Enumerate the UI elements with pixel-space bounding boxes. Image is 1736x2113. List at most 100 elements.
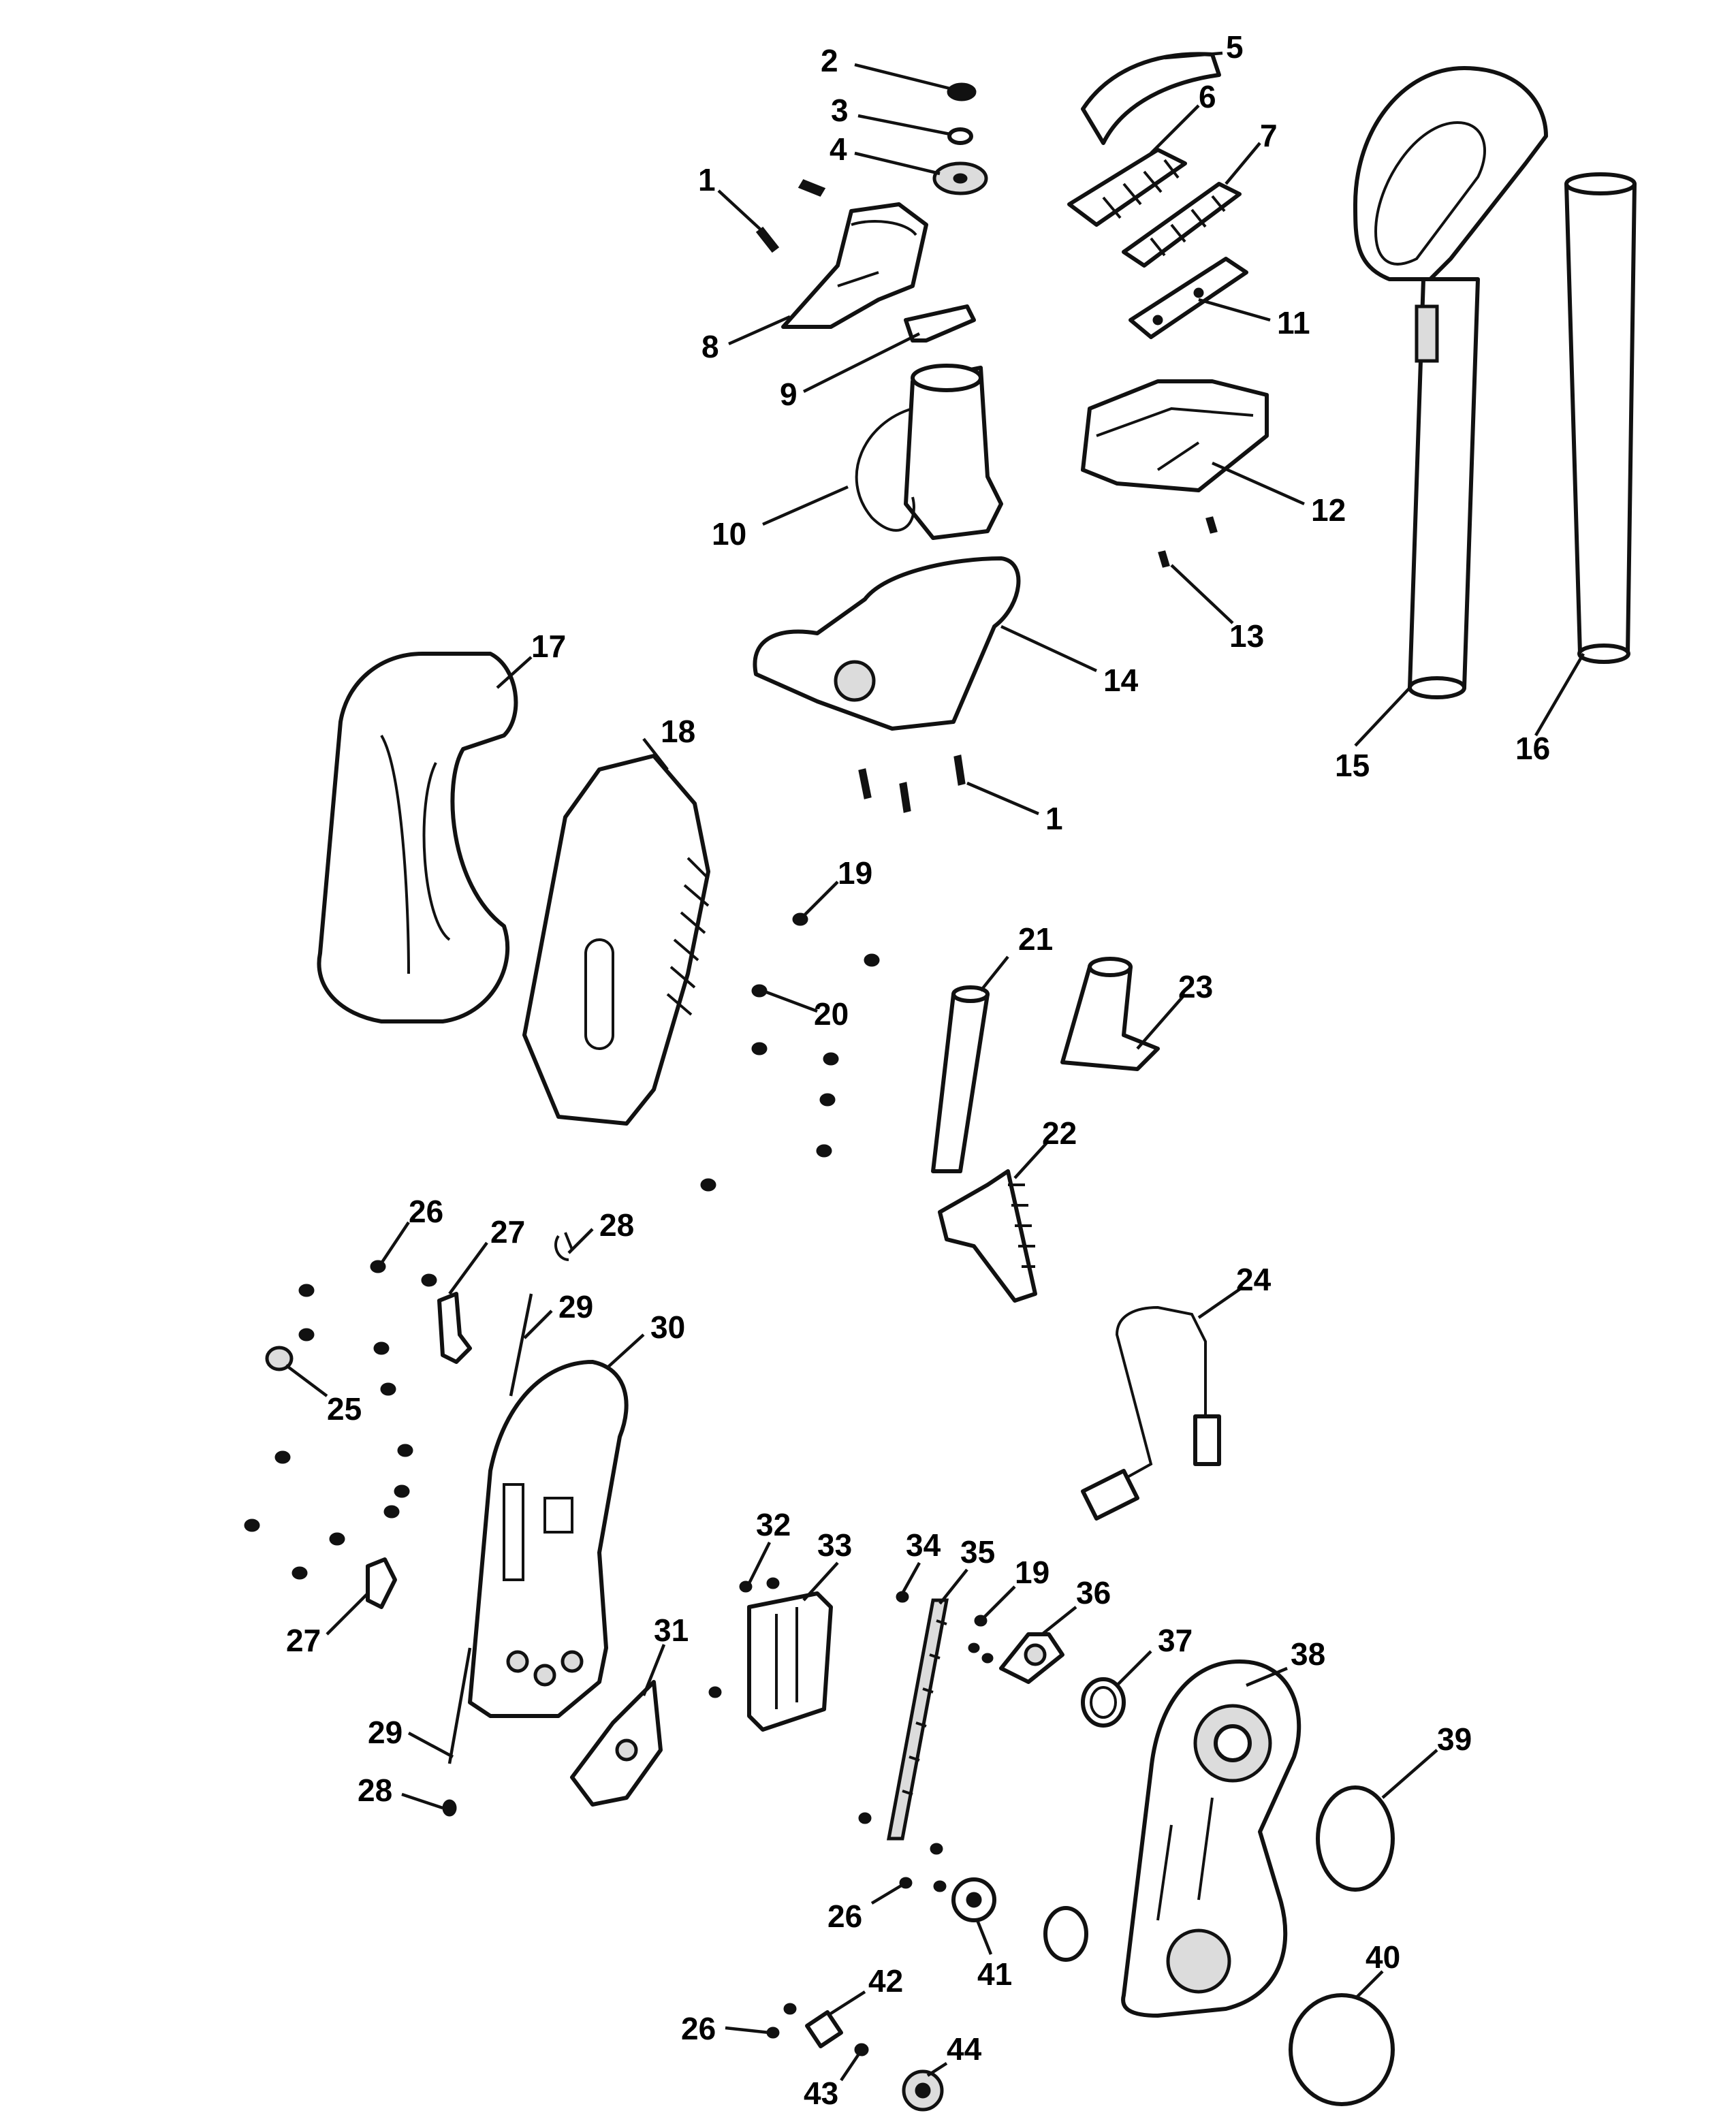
screw-20d [823, 1052, 839, 1066]
leader-1a [717, 189, 764, 233]
screw-26-i [394, 1484, 410, 1498]
part-15-grip [1353, 66, 1548, 281]
callout-6: 6 [1199, 79, 1216, 114]
part-16-bottom [1577, 644, 1630, 664]
leader-12 [1212, 461, 1305, 506]
callout-2: 2 [821, 43, 838, 78]
part-2-cap-nut [947, 82, 977, 101]
leader-3 [857, 114, 951, 136]
screw-43 [854, 2043, 869, 2056]
part-7-teeth [1150, 195, 1226, 257]
leader-27b [326, 1592, 369, 1636]
callout-10: 10 [712, 516, 746, 552]
part-1-screw-b [899, 782, 911, 813]
part-30-slot-b [543, 1497, 573, 1534]
leader-41 [975, 1920, 993, 1955]
screw-20e [819, 1093, 836, 1107]
screw-36-b [981, 1653, 994, 1664]
part-29-rod-lower [447, 1647, 472, 1764]
callout-22: 22 [1042, 1115, 1077, 1151]
screw-26b-b [933, 1880, 947, 1892]
callout-3: 3 [831, 93, 849, 128]
leader-42 [826, 1990, 866, 2017]
callout-28a: 28 [599, 1207, 634, 1243]
leader-6 [1150, 104, 1200, 155]
part-18-slot [584, 938, 614, 1050]
callout-14: 14 [1103, 663, 1139, 698]
part-31-hole [615, 1738, 638, 1762]
leader-43 [840, 2052, 861, 2082]
part-8-detail [837, 220, 917, 287]
callout-40: 40 [1366, 1939, 1400, 1975]
part-38-channel [1156, 1797, 1214, 1921]
callout-5: 5 [1226, 29, 1244, 65]
leader-20 [762, 989, 818, 1013]
screw-26-f [380, 1382, 396, 1396]
screw-26-m [291, 1566, 308, 1580]
leader-35 [938, 1568, 968, 1605]
leader-7 [1225, 142, 1261, 185]
callout-32: 32 [756, 1507, 791, 1542]
part-38-hub-bottom [1166, 1928, 1231, 1994]
callout-43: 43 [804, 2076, 838, 2111]
leader-14 [1000, 624, 1097, 673]
part-5-cover [1081, 52, 1221, 145]
part-1-pin-upper [755, 226, 780, 253]
callout-17: 17 [531, 629, 566, 664]
callout-29a: 29 [558, 1289, 593, 1324]
part-10-housing [904, 366, 1003, 540]
leader-13 [1170, 564, 1234, 624]
part-11-hole-b [1193, 287, 1204, 298]
leader-26b [870, 1881, 907, 1905]
leader-10 [762, 485, 849, 526]
leader-8 [728, 315, 791, 346]
screw-26-h [397, 1444, 413, 1457]
part-16-tube [1564, 182, 1637, 656]
screw-19b [974, 1615, 988, 1627]
part-27-lever-upper [437, 1292, 472, 1364]
part-13-screw-a [1205, 516, 1218, 534]
screw-20g [700, 1178, 716, 1192]
part-ring-small [1043, 1906, 1088, 1962]
leader-24 [1197, 1286, 1244, 1319]
callout-28b: 28 [358, 1773, 392, 1808]
part-30-chassis [468, 1360, 629, 1718]
screw-26-g [274, 1450, 291, 1464]
part-3-washer [947, 127, 973, 145]
part-8-housing [781, 202, 928, 329]
part-12-base [1081, 379, 1269, 492]
part-13-screw-b [1158, 550, 1170, 568]
callout-33: 33 [817, 1527, 852, 1563]
part-25-nut [265, 1346, 294, 1371]
screw-26-e [373, 1341, 390, 1355]
part-33-detail [775, 1607, 798, 1709]
leader-21 [979, 955, 1009, 992]
leader-33 [802, 1561, 839, 1602]
leader-4 [854, 151, 941, 176]
screw-26-k [244, 1519, 260, 1532]
leader-26a [380, 1221, 410, 1265]
screw-34 [896, 1591, 909, 1603]
callout-1a: 1 [698, 162, 716, 197]
callout-27b: 27 [286, 1623, 321, 1658]
callout-9: 9 [780, 377, 798, 412]
parts-drawings [244, 52, 1637, 2112]
leader-25 [285, 1364, 328, 1397]
screw-26-b [370, 1260, 386, 1273]
callout-35: 35 [960, 1534, 995, 1570]
callout-19b: 19 [1015, 1555, 1050, 1590]
callout-34: 34 [906, 1527, 941, 1563]
leader-37 [1116, 1650, 1152, 1687]
leader-29b [407, 1732, 454, 1758]
part-35-belt [886, 1598, 949, 1841]
leader-28b [401, 1792, 443, 1810]
part-30-boss-b [533, 1664, 556, 1687]
part-30-boss-a [506, 1650, 529, 1673]
part-28-clip-lower [442, 1799, 457, 1817]
screw-26-l [329, 1532, 345, 1546]
callout-38: 38 [1291, 1636, 1325, 1672]
part-17-shell [317, 652, 518, 1023]
part-24-connector [1193, 1414, 1221, 1466]
part-1-screw-a [858, 768, 872, 799]
